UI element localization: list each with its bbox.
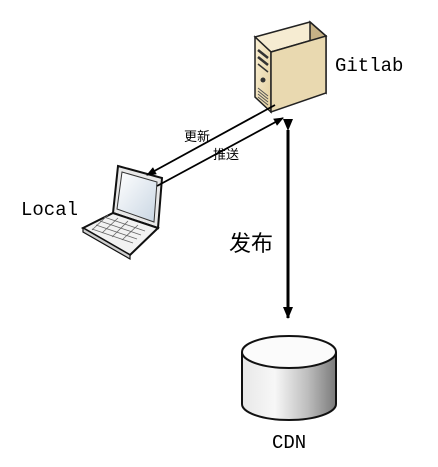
laptop-icon bbox=[80, 164, 164, 261]
server-tower-icon bbox=[253, 20, 328, 114]
pull-arrow bbox=[146, 104, 276, 176]
push-edge-label: 推送 bbox=[213, 148, 240, 163]
server-label: Gitlab bbox=[335, 55, 404, 77]
push-arrow bbox=[156, 117, 284, 187]
cdn-label: CDN bbox=[272, 432, 307, 454]
pull-edge-label: 更新 bbox=[184, 130, 211, 145]
database-cylinder-icon bbox=[241, 335, 337, 421]
publish-edge-label: 发布 bbox=[229, 232, 274, 257]
laptop-label: Local bbox=[21, 199, 79, 221]
